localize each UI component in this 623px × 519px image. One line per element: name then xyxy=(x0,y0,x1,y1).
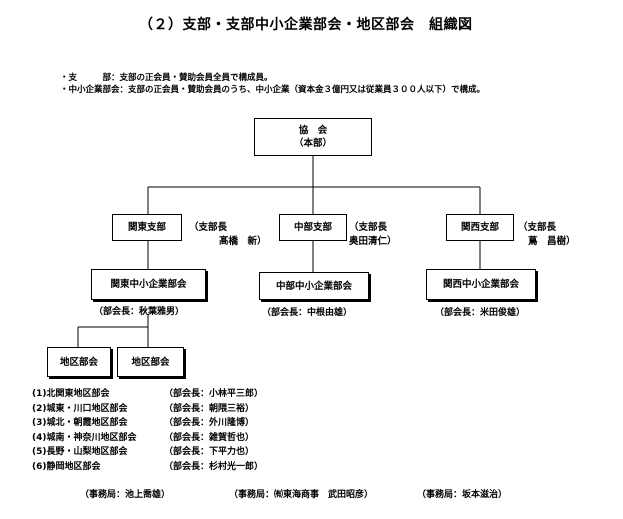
branch-head-kansai: （支部長 蔦 昌樹） xyxy=(518,222,576,247)
sme-box-kansai: 関西中小企業部会 xyxy=(426,269,536,300)
sme-head-kanto: （部会長：秋葉雅男） xyxy=(94,307,185,317)
district-head: （部会長：外川隆博） xyxy=(164,418,255,428)
branch-head-chubu: （支部長 奥田清仁） xyxy=(349,222,397,247)
district-box-1: 地区部会 xyxy=(47,347,111,377)
list-item: (2)城東・川口地区部会 （部会長：朝隈三裕） xyxy=(32,402,263,417)
secretariat-chubu: （事務局：㈲東海商事 武田昭彦） xyxy=(229,490,374,500)
district-list: (1)北関東地区部会 （部会長：小林平三郎） (2)城東・川口地区部会 （部会長… xyxy=(32,387,263,474)
list-item: (5)長野・山梨地区部会 （部会長：下平力也） xyxy=(32,445,263,460)
sme-head-chubu: （部会長：中根由雄） xyxy=(262,308,353,318)
district-head: （部会長：朝隈三裕） xyxy=(164,403,255,414)
branch-box-chubu: 中部支部 xyxy=(279,214,347,241)
branch-label: 関東支部 xyxy=(127,222,166,233)
hq-sublabel: （本部） xyxy=(293,138,332,149)
branch-head-kanto: （支部長 髙橋 新） xyxy=(189,222,267,247)
sme-head-kansai: （部会長：米田俊雄） xyxy=(435,308,526,318)
district-head: （部会長：下平力也） xyxy=(164,447,255,457)
sme-label: 関東中小企業部会 xyxy=(110,279,187,290)
district-name: (4)城南・神奈川地区部会 xyxy=(32,432,137,443)
list-item: (6)静岡地区部会 （部会長：杉村光一郎） xyxy=(32,460,263,475)
district-name: (6)静岡地区部会 xyxy=(32,461,101,472)
secretariat-kansai: （事務局：坂本滋治） xyxy=(417,490,508,500)
page-title: （２）支部・支部中小企業部会・地区部会 組織図 xyxy=(139,17,473,33)
district-head: （部会長：雑賀哲也） xyxy=(164,432,255,443)
sme-box-kanto: 関東中小企業部会 xyxy=(91,269,206,300)
hq-box: 協 会 （本部） xyxy=(254,118,372,156)
branch-box-kanto: 関東支部 xyxy=(112,214,182,241)
district-box-label: 地区部会 xyxy=(131,356,170,368)
district-head: （部会長：杉村光一郎） xyxy=(164,461,264,472)
hq-label: 協 会 xyxy=(298,125,328,136)
branch-box-kansai: 関西支部 xyxy=(446,214,514,241)
list-item: (3)城北・朝霞地区部会 （部会長：外川隆博） xyxy=(32,416,263,431)
district-name: (5)長野・山梨地区部会 xyxy=(32,447,128,457)
note-sme: ・中小企業部会：支部の正会員・賛助会員のうち、中小企業（資本金３億円又は従業員３… xyxy=(60,85,486,95)
sme-label: 関西中小企業部会 xyxy=(442,279,519,290)
secretariat-kanto: （事務局：池上喬雄） xyxy=(80,490,171,500)
district-name: (1)北関東地区部会 xyxy=(32,389,110,399)
list-item: (4)城南・神奈川地区部会 （部会長：雑賀哲也） xyxy=(32,431,263,446)
sme-label: 中部中小企業部会 xyxy=(275,280,352,292)
district-name: (3)城北・朝霞地区部会 xyxy=(32,418,128,428)
note-branch: ・支 部：支部の正会員・賛助会員全員で構成員。 xyxy=(60,73,273,83)
district-box-2: 地区部会 xyxy=(117,347,184,377)
list-item: (1)北関東地区部会 （部会長：小林平三郎） xyxy=(32,387,263,402)
sme-box-chubu: 中部中小企業部会 xyxy=(259,272,369,300)
branch-label: 中部支部 xyxy=(293,222,332,233)
district-head: （部会長：小林平三郎） xyxy=(164,389,264,399)
district-box-label: 地区部会 xyxy=(59,356,98,368)
district-name: (2)城東・川口地区部会 xyxy=(32,403,128,414)
branch-label: 関西支部 xyxy=(460,222,499,233)
